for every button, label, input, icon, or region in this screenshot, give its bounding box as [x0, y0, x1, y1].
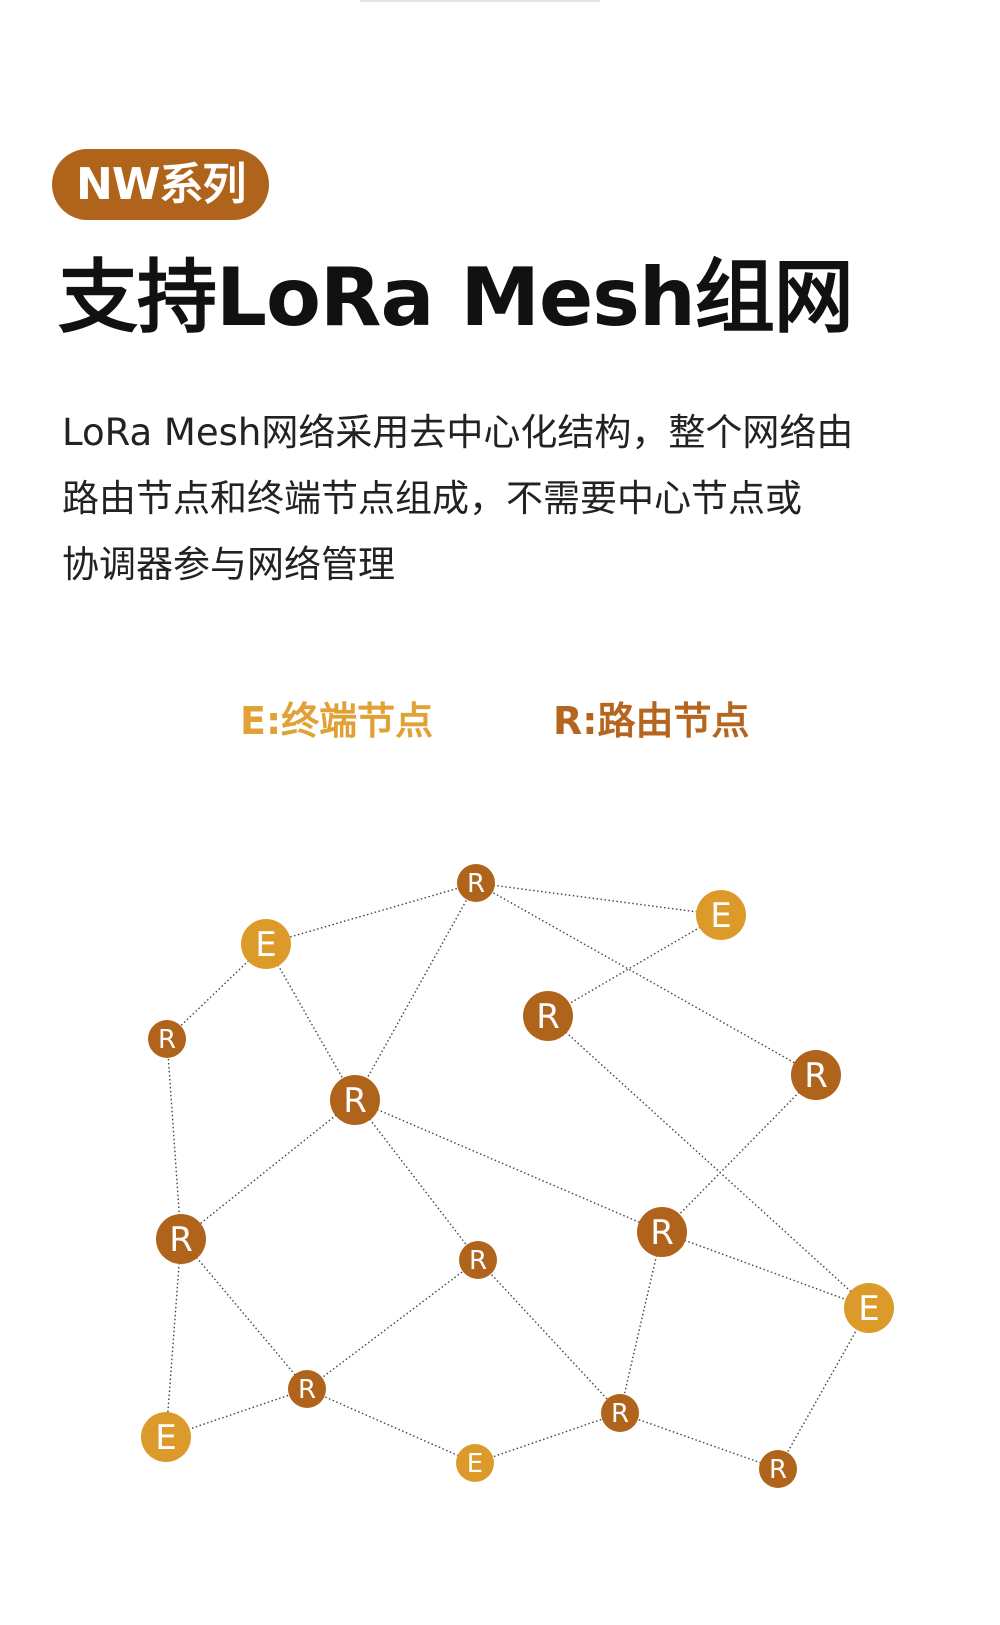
node-label: R: [469, 1246, 487, 1276]
mesh-link: [306, 1388, 476, 1464]
end-node: E: [456, 1444, 494, 1482]
node-circle: [288, 1370, 326, 1408]
node-label: E: [467, 1449, 483, 1479]
node-circle: [148, 1020, 186, 1058]
node-circle: [523, 991, 573, 1041]
mesh-nodes: R E R E R R R R R E R R E E R R: [141, 864, 894, 1488]
node-circle: [156, 1214, 206, 1264]
node-label: R: [536, 997, 560, 1037]
router-node: R: [637, 1207, 687, 1257]
node-circle: [241, 919, 291, 969]
node-label: E: [710, 896, 731, 936]
node-label: E: [858, 1289, 879, 1329]
node-label: R: [169, 1220, 193, 1260]
legend-end-node: E:终端节点: [240, 699, 434, 743]
router-node: R: [601, 1394, 639, 1432]
node-circle: [844, 1283, 894, 1333]
series-badge: NW系列: [52, 149, 270, 220]
mesh-link: [475, 882, 817, 1076]
mesh-link: [165, 1238, 182, 1438]
router-node: R: [523, 991, 573, 1041]
mesh-link: [547, 1015, 870, 1309]
legend-router-node: R:路由节点: [553, 699, 750, 743]
router-node: R: [759, 1450, 797, 1488]
node-circle: [330, 1075, 380, 1125]
mesh-link: [166, 943, 267, 1040]
mesh-link: [354, 882, 477, 1101]
end-node: E: [696, 890, 746, 940]
node-label: R: [298, 1375, 316, 1405]
node-circle: [637, 1207, 687, 1257]
node-label: R: [804, 1056, 828, 1096]
router-node: R: [288, 1370, 326, 1408]
mesh-link: [306, 1259, 479, 1390]
mesh-link: [180, 1099, 356, 1240]
mesh-link: [265, 882, 477, 945]
node-label: R: [343, 1081, 367, 1121]
mesh-link: [547, 914, 722, 1017]
router-node: R: [148, 1020, 186, 1058]
node-label: R: [611, 1399, 629, 1429]
node-label: R: [467, 869, 485, 899]
description-line: 路由节点和终端节点组成，不需要中心节点或: [62, 477, 802, 520]
mesh-link: [777, 1307, 870, 1470]
end-node: E: [241, 919, 291, 969]
node-label: E: [155, 1418, 176, 1458]
router-node: R: [156, 1214, 206, 1264]
node-circle: [759, 1450, 797, 1488]
mesh-link: [661, 1074, 817, 1233]
node-circle: [457, 864, 495, 902]
page-title: 支持LoRa Mesh组网: [58, 251, 854, 344]
node-label: R: [158, 1025, 176, 1055]
description-line: LoRa Mesh网络采用去中心化结构，整个网络由: [62, 411, 854, 454]
end-node: E: [844, 1283, 894, 1333]
router-node: R: [457, 864, 495, 902]
mesh-link: [166, 1038, 182, 1240]
description: LoRa Mesh网络采用去中心化结构，整个网络由 路由节点和终端节点组成，不需…: [62, 400, 942, 598]
router-node: R: [459, 1241, 497, 1279]
mesh-link: [477, 1259, 621, 1414]
node-circle: [141, 1412, 191, 1462]
mesh-link: [354, 1099, 479, 1261]
router-node: R: [330, 1075, 380, 1125]
node-label: R: [650, 1213, 674, 1253]
description-line: 协调器参与网络管理: [62, 543, 395, 586]
mesh-link: [354, 1099, 663, 1233]
end-node: E: [141, 1412, 191, 1462]
top-divider: [360, 0, 600, 2]
router-node: R: [791, 1050, 841, 1100]
mesh-link: [265, 943, 356, 1101]
mesh-link: [661, 1231, 870, 1309]
mesh-link: [475, 882, 722, 916]
mesh-link: [474, 1412, 621, 1464]
node-circle: [601, 1394, 639, 1432]
mesh-link: [619, 1412, 779, 1470]
mesh-links: [165, 882, 870, 1470]
node-circle: [791, 1050, 841, 1100]
node-circle: [456, 1444, 494, 1482]
mesh-link: [619, 1231, 663, 1414]
node-label: R: [769, 1455, 787, 1485]
mesh-link: [180, 1238, 308, 1390]
node-label: E: [255, 925, 276, 965]
node-circle: [696, 890, 746, 940]
node-circle: [459, 1241, 497, 1279]
